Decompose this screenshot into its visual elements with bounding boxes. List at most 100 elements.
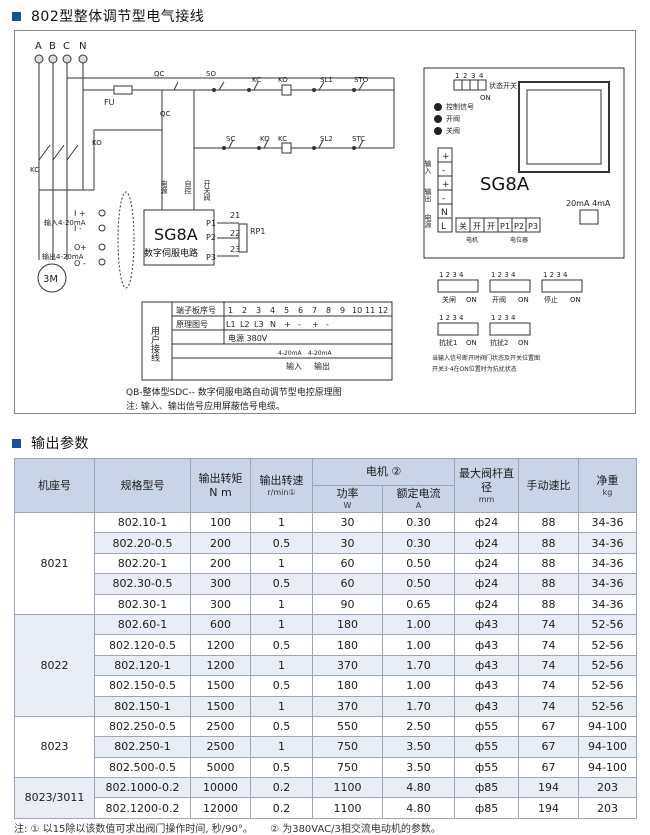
section-bullet-icon <box>12 438 21 448</box>
terminal-p1: P1 <box>206 219 216 228</box>
table-cell: 60 <box>312 552 383 575</box>
th-stem: 最大阀杆直径 mm <box>454 458 520 513</box>
dip-on-3: ON <box>466 339 477 347</box>
output-plus: O+ <box>74 243 87 252</box>
table-cell: 67 <box>518 756 580 779</box>
dip-note-2: 开关3·4在ON位置时为抗扰状态 <box>432 365 517 373</box>
terminal-power: 电源 380V <box>228 333 268 343</box>
table-cell: ф24 <box>454 532 520 554</box>
input-plus: I + <box>74 209 86 218</box>
table-cell: 2500 <box>190 715 251 738</box>
table-cell: ф24 <box>454 573 520 595</box>
terminal-num-4: 4 <box>270 306 275 315</box>
panel-group-out: 输出 <box>424 187 432 203</box>
terminal-code-8: - <box>326 320 329 329</box>
phase-label-b: B <box>49 41 56 52</box>
label-kc2: KC <box>278 135 287 143</box>
sg8a-box <box>143 209 215 266</box>
panel-range: 20mA 4mA <box>566 199 611 208</box>
table-cell: 4.80 <box>381 777 456 799</box>
terminal-code-3: L3 <box>254 320 264 329</box>
panel-bottom-motor: 电机 <box>466 236 478 244</box>
output-params-table: 机座号 规格型号 输出转矩 N m 输出转速 r/min① 电机 ② 最大阀杆直… <box>14 458 638 819</box>
dip-on-4: ON <box>518 339 529 347</box>
th-power-label: 功率 <box>336 487 359 500</box>
motor-label: 3M <box>43 274 58 285</box>
terminal-n <box>78 54 88 64</box>
contactor-coils <box>38 129 162 191</box>
table-cell: ф24 <box>454 511 520 534</box>
table-cell: ф85 <box>454 777 520 799</box>
table-cell: 802.250-0.5 <box>94 715 191 738</box>
table-cell: 74 <box>518 654 580 677</box>
table-cell: 750 <box>312 756 383 779</box>
table-cell: 0.50 <box>381 573 456 595</box>
panel-close: 关阀 <box>446 126 460 135</box>
terminal-num-5: 5 <box>284 306 289 315</box>
footnote-1: 注: ① 以15除以该数值可求出阀门操作时间, 秒/90°。 <box>14 824 253 835</box>
table-cell: 1100 <box>312 797 383 819</box>
terminal-num-1: 1 <box>228 306 233 315</box>
label-ko: KO <box>278 76 288 84</box>
table-cell: ф55 <box>454 715 520 738</box>
th-speed-label: 输出转速 <box>259 473 304 487</box>
phase-label-n: N <box>79 41 86 52</box>
table-cell: 1500 <box>190 695 251 717</box>
th-weight-label: 净重 <box>596 473 619 487</box>
terminal-table: 用户接线 端子板序号 原理图号 1 2 3 4 5 6 7 8 9 10 11 … <box>141 301 393 381</box>
dip-nums-3: 1 2 3 4 <box>543 271 568 279</box>
table-cell: 370 <box>312 654 383 677</box>
table-cell: 802.1200-0.2 <box>94 797 191 819</box>
terminal-side-label: 用户接线 <box>149 326 160 362</box>
table-cell: 0.65 <box>381 593 456 615</box>
table-cell: 1.70 <box>381 654 456 677</box>
dip-nums-2: 1 2 3 4 <box>491 271 516 279</box>
th-motor: 电机 ② <box>311 458 456 486</box>
phase-labels: A B C N <box>35 41 86 52</box>
table-cell: 1 <box>250 654 313 677</box>
table-cell: 1.00 <box>381 634 456 656</box>
label-stc: STC <box>352 135 365 143</box>
terminal-num-10: 10 <box>352 306 362 315</box>
table-cell: 0.2 <box>250 797 313 819</box>
terminal-num-12: 12 <box>378 306 388 315</box>
panel-group-power: 电源 <box>424 213 432 229</box>
table-cell: 802.20-0.5 <box>94 532 191 554</box>
terminal-code-5: + <box>284 320 291 329</box>
panel-group-in: 输入 <box>424 159 432 174</box>
table-cell: 802.150-0.5 <box>94 675 191 697</box>
footnote-2: ② 为380VAC/3相交流电动机的参数。 <box>270 824 441 835</box>
panel-bottom-5: P3 <box>528 222 538 231</box>
th-current-unit: A <box>415 501 422 510</box>
terminal-num-2: 2 <box>242 306 247 315</box>
dip-label-1: 开阀 <box>492 295 506 304</box>
table-cell: 2500 <box>190 736 251 758</box>
panel-col-3: - <box>442 194 445 204</box>
table-cell: 300 <box>190 573 251 595</box>
panel-switch-label: 状态开关 <box>489 81 517 90</box>
table-cell: 802.10-1 <box>94 511 191 534</box>
dip-on-2: ON <box>570 296 581 304</box>
table-cell: 94-100 <box>578 715 638 738</box>
table-cell: 370 <box>312 695 383 717</box>
table-cell: 30 <box>312 511 383 534</box>
table-cell: 1.00 <box>381 675 456 697</box>
table-cell: ф55 <box>454 736 520 758</box>
label-so: SO <box>206 70 216 78</box>
table-cell: 52-56 <box>578 695 638 717</box>
table-cell: 0.5 <box>250 756 313 779</box>
label-kc-mid: KC <box>30 166 39 174</box>
table-cell: 60 <box>312 573 383 595</box>
panel-col-1: - <box>442 166 445 176</box>
panel-on: ON <box>480 94 491 102</box>
phase-label-c: C <box>63 41 70 52</box>
panel-bottom-1: 开 <box>473 222 481 231</box>
th-speed: 输出转速 r/min① <box>250 458 313 513</box>
panel-bottom-2: 开 <box>487 222 495 231</box>
phase-terminals <box>34 54 88 64</box>
table-cell: ф43 <box>454 654 520 677</box>
terminal-num-9: 9 <box>340 306 345 315</box>
